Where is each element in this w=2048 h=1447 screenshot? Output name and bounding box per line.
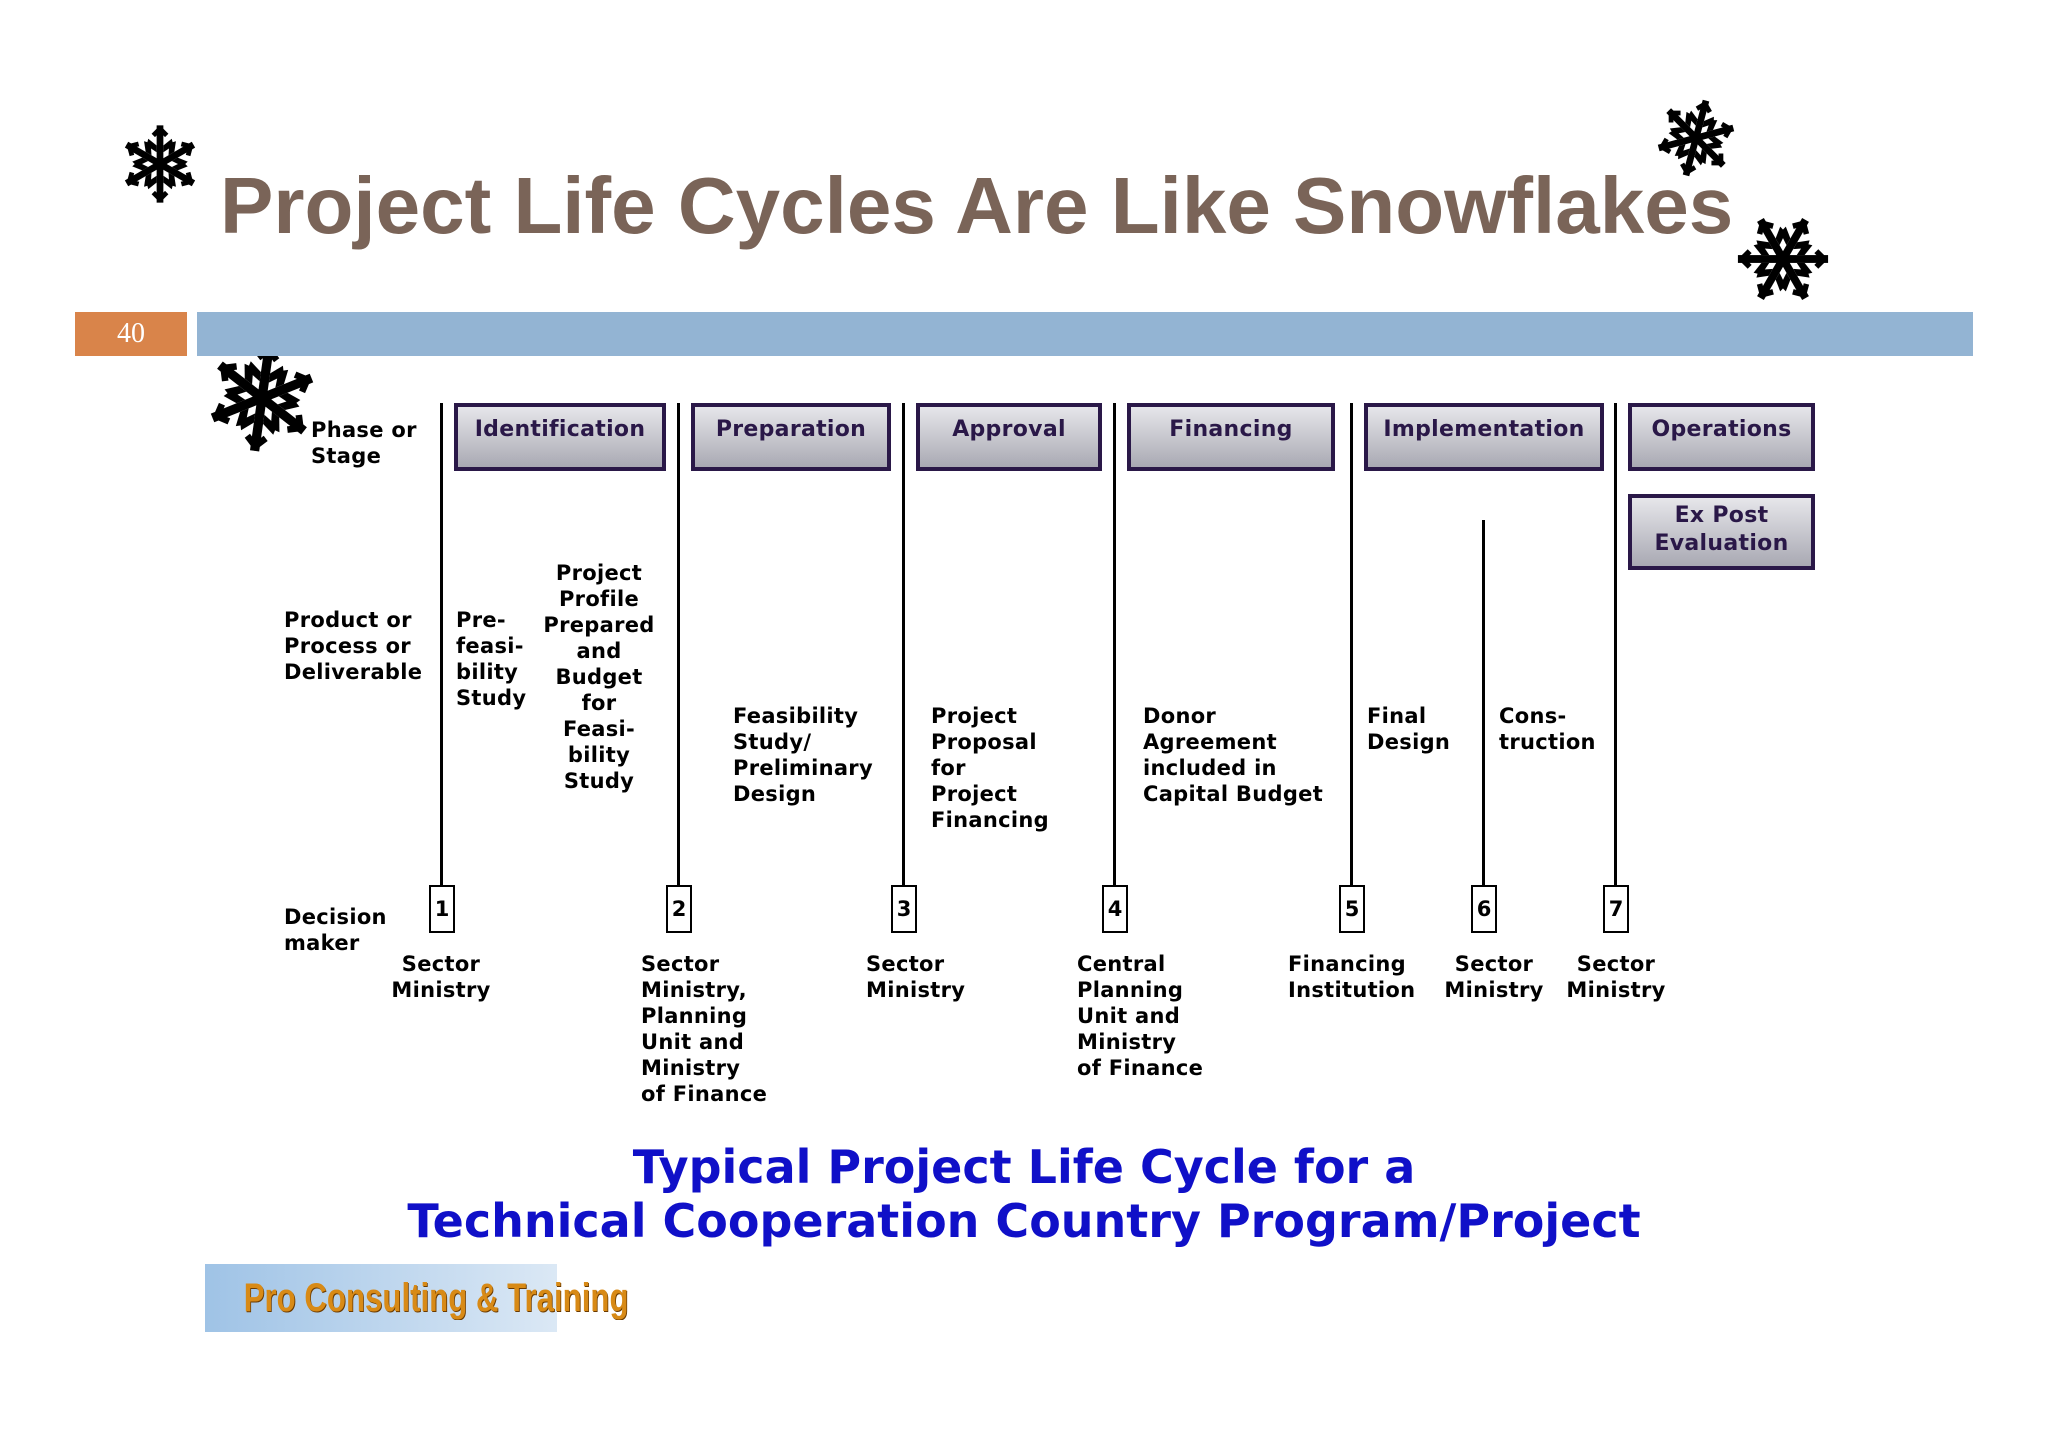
decision-point-3: 3 xyxy=(891,885,917,933)
page-title: Project Life Cycles Are Like Snowflakes xyxy=(220,161,1734,250)
decision-line-1 xyxy=(440,403,443,885)
decision-line-5 xyxy=(1350,403,1353,885)
decision-point-1: 1 xyxy=(429,885,455,933)
decision-point-7: 7 xyxy=(1603,885,1629,933)
phase-box-identification: Identification xyxy=(454,403,666,471)
decision-line-3 xyxy=(902,403,905,885)
diagram-caption: Typical Project Life Cycle for a Technic… xyxy=(407,1140,1641,1248)
decision-point-5: 5 xyxy=(1339,885,1365,933)
decision-line-2 xyxy=(677,403,680,885)
phase-box-approval: Approval xyxy=(916,403,1102,471)
snowflake-icon xyxy=(1734,210,1832,308)
snowflake-icon xyxy=(118,122,202,206)
phase-box-operations: Operations xyxy=(1628,403,1815,471)
decision-line-6 xyxy=(1482,520,1485,885)
company-logo: Pro Consulting & Training xyxy=(205,1264,629,1332)
decision-line-4 xyxy=(1113,403,1116,885)
decision-line-7 xyxy=(1614,403,1617,885)
phase-box-preparation: Preparation xyxy=(691,403,891,471)
phase-box-financing: Financing xyxy=(1127,403,1335,471)
page-number-badge: 40 xyxy=(75,312,187,356)
phase-box-implementation: Implementation xyxy=(1364,403,1604,471)
snowflake-icon xyxy=(204,340,320,456)
logo-text: Pro Consulting & Training xyxy=(243,1276,629,1320)
deliverable-7: Cons-truction xyxy=(1499,704,1596,754)
title-accent-bar xyxy=(197,312,1973,356)
decision-point-2: 2 xyxy=(666,885,692,933)
decision-point-4: 4 xyxy=(1102,885,1128,933)
decision-point-6: 6 xyxy=(1471,885,1497,933)
